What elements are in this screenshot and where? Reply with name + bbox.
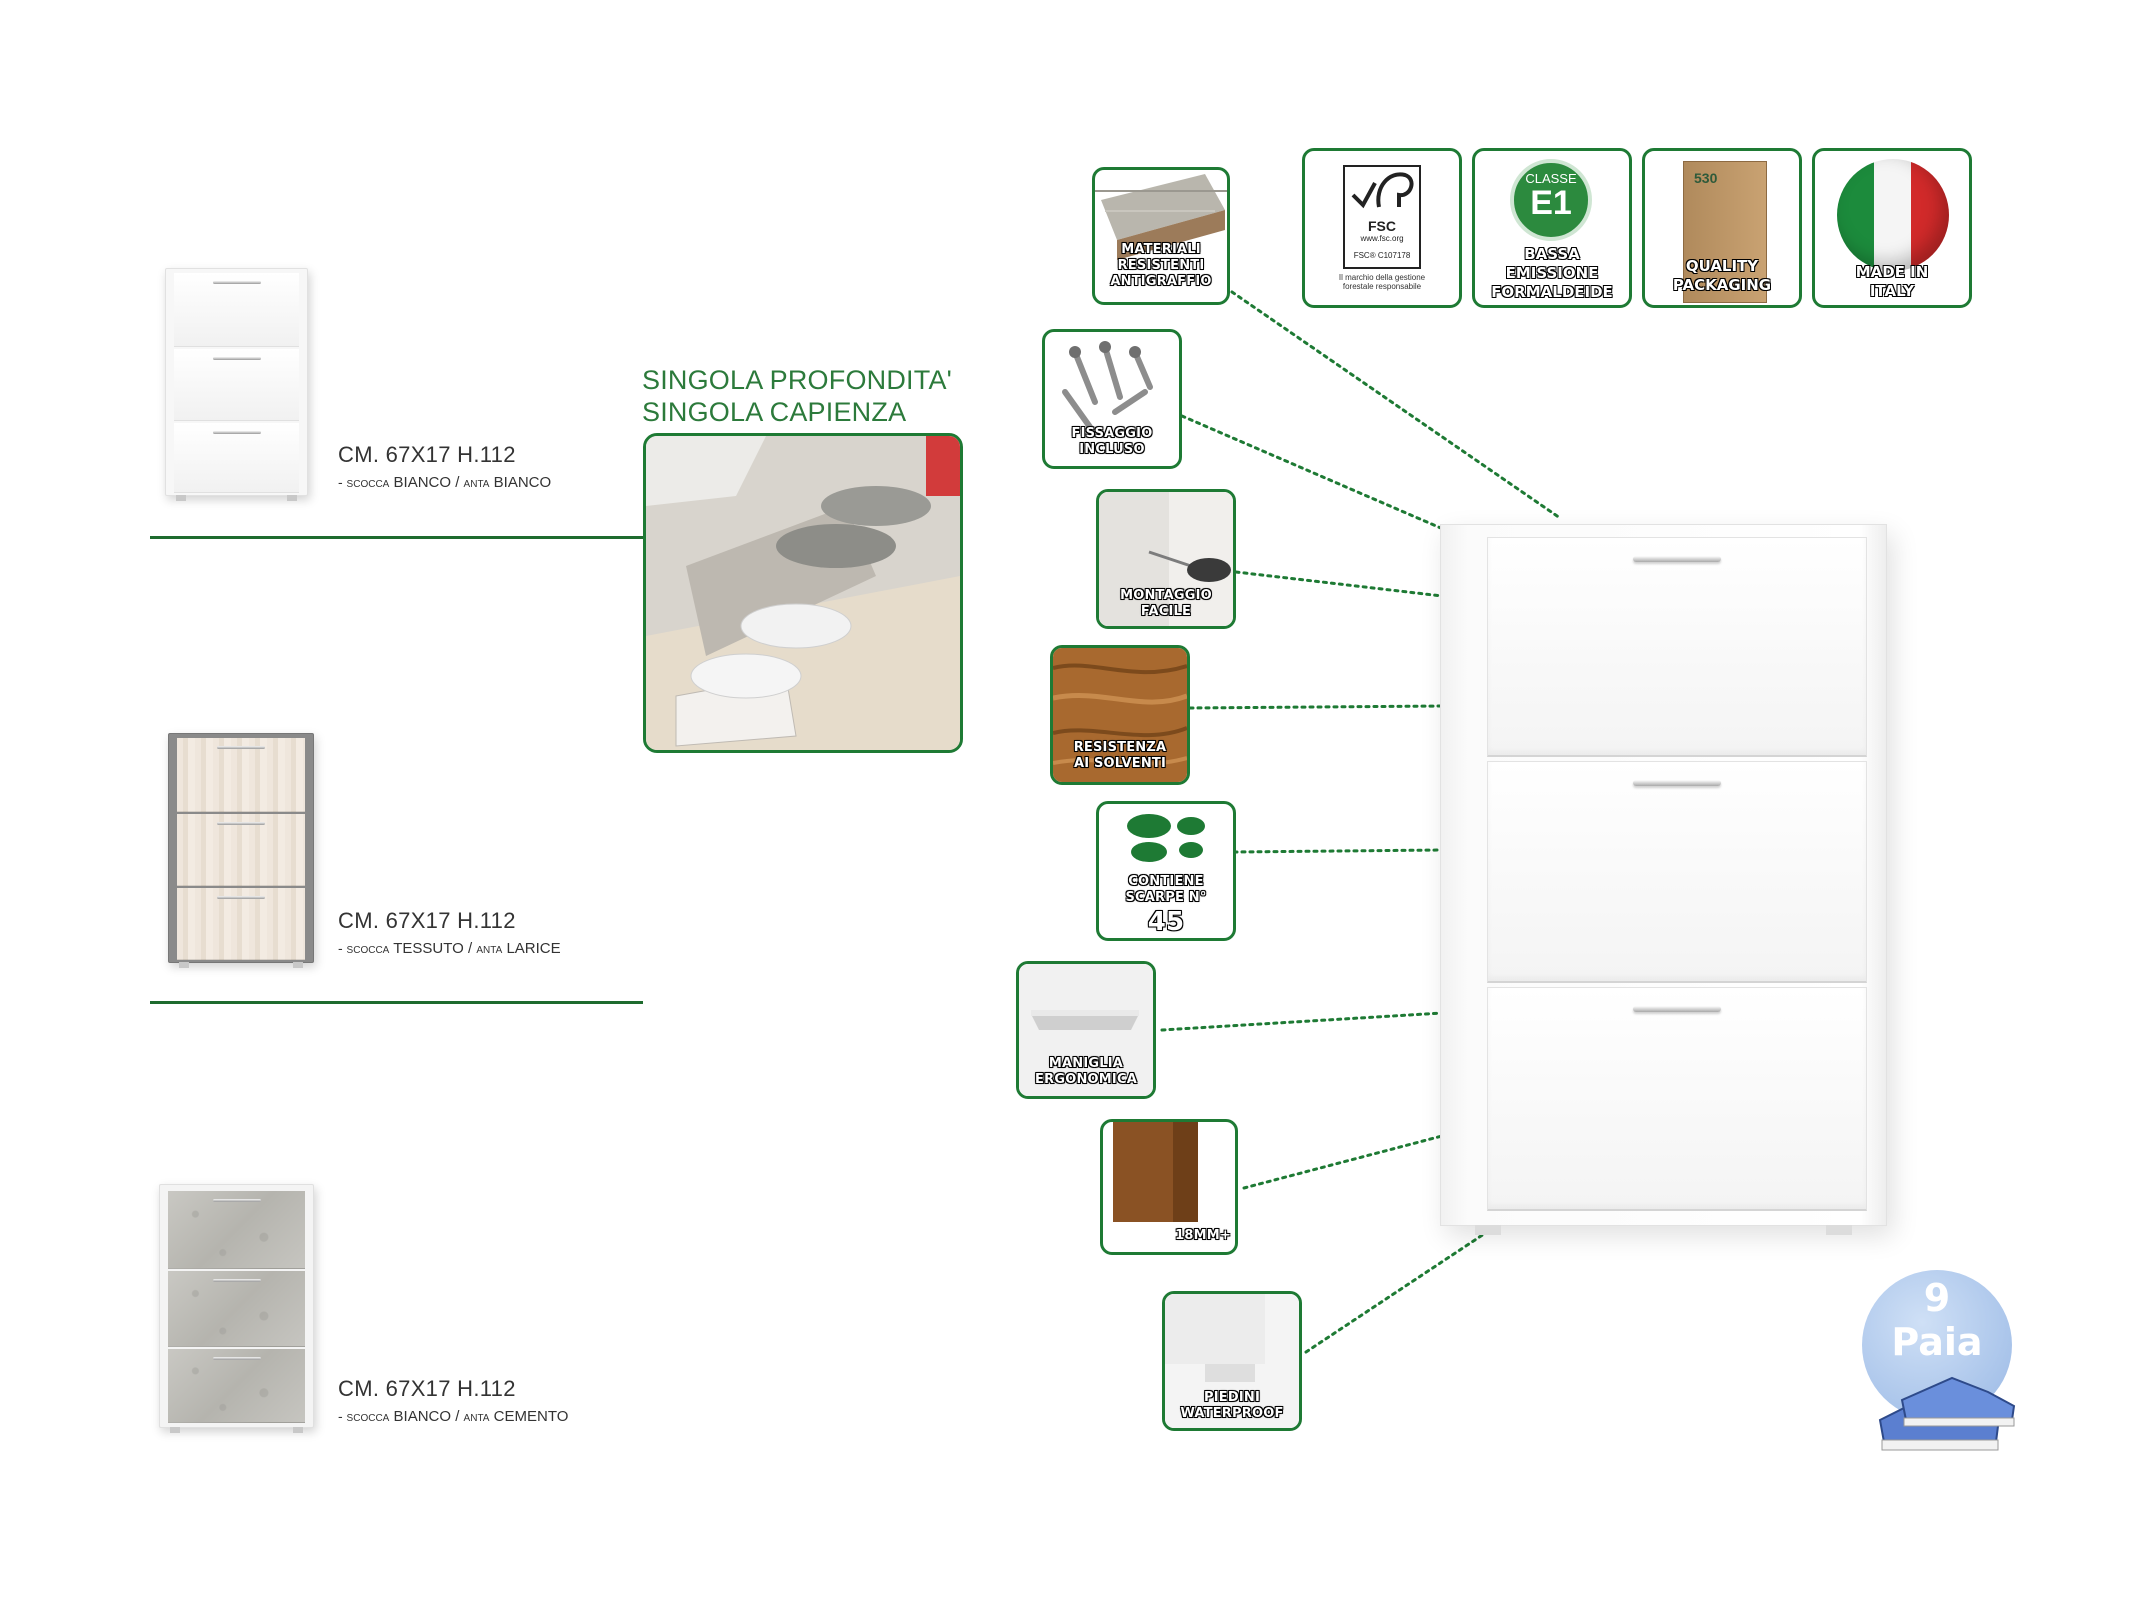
footprints-icon	[1127, 814, 1205, 862]
variant-dimensions: CM. 67X17 H.112	[338, 1376, 516, 1401]
classe-e1-icon: CLASSE E1	[1510, 159, 1592, 241]
variant-finish: - scocca BIANCO / anta CEMENTO	[338, 1408, 569, 1425]
variant-dimensions: CM. 67X17 H.112	[338, 908, 516, 933]
screwdriver-icon	[1099, 492, 1233, 626]
feature-block-title: SINGOLA PROFONDITA' SINGOLA CAPIENZA	[642, 365, 953, 427]
feature-fissaggio: FISSAGGIO INCLUSO	[1042, 329, 1182, 469]
wood-grain-icon	[1053, 648, 1187, 782]
cabinet-thumbnail-white	[165, 268, 308, 501]
screws-icon	[1062, 341, 1153, 430]
cabinet-thumbnail-cement	[159, 1184, 314, 1433]
shoe-compartment-photo	[643, 433, 963, 753]
feature-scarpe: CONTIENE SCARPE N° 45	[1096, 801, 1236, 941]
cert-e1: CLASSE E1 BASSA EMISSIONE FORMALDEIDE	[1472, 148, 1632, 308]
feature-maniglia: MANIGLIA ERGONOMICA	[1016, 961, 1156, 1099]
feature-piedini: PIEDINI WATERPROOF	[1162, 1291, 1302, 1431]
panel-thickness-icon	[1113, 1122, 1198, 1222]
waterproof-feet-icon	[1165, 1294, 1299, 1428]
cabinet-thumbnail-larch	[168, 733, 314, 968]
variant-dimensions: CM. 67X17 H.112	[338, 442, 516, 467]
handle-icon	[1019, 964, 1153, 1096]
cert-made-in-italy: MADE IN ITALY	[1812, 148, 1972, 308]
main-cabinet-image	[1440, 524, 1887, 1235]
fsc-logo-icon: FSC www.fsc.org FSC® C107178	[1343, 165, 1421, 269]
divider-line	[150, 536, 646, 539]
packaging-box-icon: 530	[1683, 161, 1767, 303]
feature-solventi: RESISTENZA AI SOLVENTI	[1050, 645, 1190, 785]
sneakers-icon	[1878, 1376, 2016, 1451]
feature-materiali: MATERIALI RESISTENTI ANTIGRAFFIO	[1092, 167, 1230, 305]
divider-line	[150, 1001, 643, 1004]
cert-packaging: 530 QUALITY PACKAGING	[1642, 148, 1802, 308]
feature-montaggio: MONTAGGIO FACILE	[1096, 489, 1236, 629]
cert-fsc: FSC www.fsc.org FSC® C107178 Il marchio …	[1302, 148, 1462, 308]
feature-spessore: 18MM+	[1100, 1119, 1238, 1255]
variant-finish: - scocca TESSUTO / anta LARICE	[338, 940, 561, 957]
variant-finish: - scocca BIANCO / anta BIANCO	[338, 474, 552, 491]
wood-layers-icon	[1095, 174, 1227, 260]
italy-flag-icon	[1837, 159, 1949, 271]
